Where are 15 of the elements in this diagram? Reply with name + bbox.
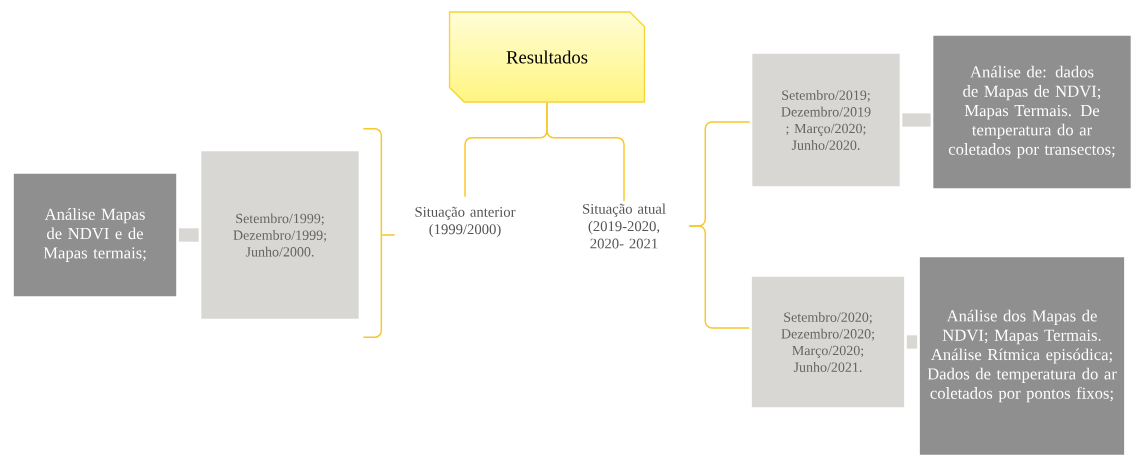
- bracket-connector: [546, 101, 625, 202]
- category-label: Situação anterior (1999/2000): [415, 206, 516, 238]
- connector-band: [906, 335, 918, 349]
- analysis-box: Análise dos Mapas de NDVI; Mapas Termais. Análise Rítmica episódica; Dados de temperatura do ar coletados por pontos fixos;: [917, 254, 1127, 457]
- category-label: Situação atual (2019-2020, 2020- 2021: [583, 203, 666, 249]
- connector-band: [178, 228, 199, 242]
- period-box: Setembro/1999; Dezembro/1999; Junho/2000.: [198, 148, 362, 322]
- analysis-box: Análise Mapas de NDVI e de Mapas termais;: [11, 171, 179, 299]
- period-box: Setembro/2020; Dezembro/2020; Março/2020; Junho/2021.: [749, 274, 907, 410]
- bracket-connector: [688, 225, 750, 329]
- analysis-box: Análise de: dados de Mapas de NDVI; Mapas Termais. De temperatura do ar coletados por transectos;: [930, 33, 1132, 191]
- period-box: Setembro/2019; Dezembro/2019 ; Março/2020; Junho/2020.: [749, 51, 903, 189]
- title-box: Resultados: [448, 11, 646, 103]
- bracket-connector: [362, 127, 396, 339]
- connector-band: [902, 113, 931, 127]
